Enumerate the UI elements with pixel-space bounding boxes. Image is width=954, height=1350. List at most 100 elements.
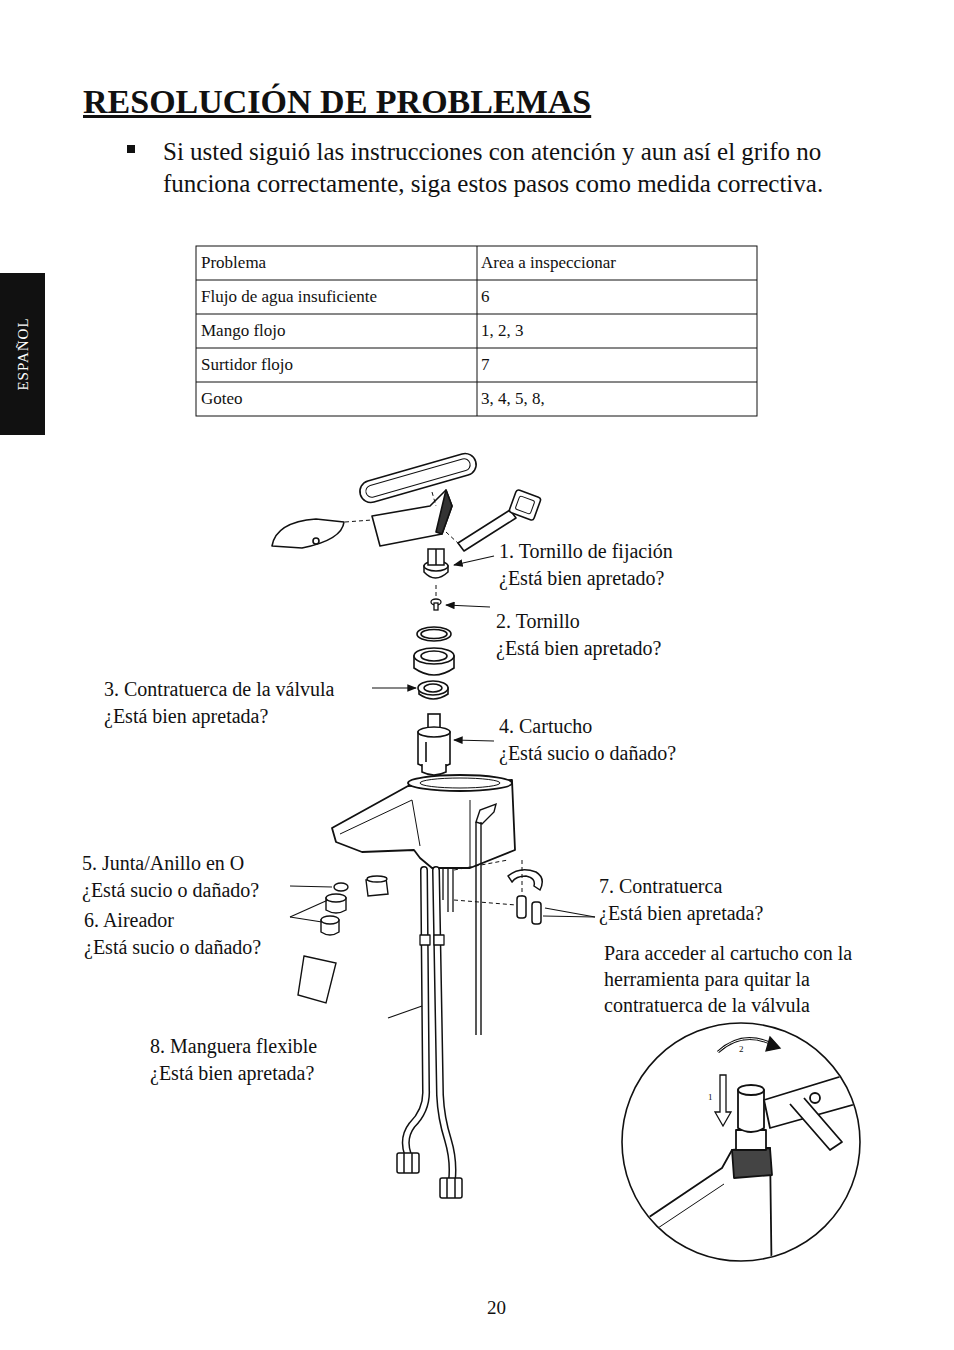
- inset-detail: [810, 1093, 820, 1103]
- valve-locknut: [418, 681, 448, 695]
- assembly-dashes: [446, 532, 460, 545]
- faucet-body: [420, 778, 500, 788]
- handle-parts: [364, 457, 471, 498]
- o-ring: [417, 627, 451, 641]
- hose-nuts: [397, 1153, 462, 1198]
- handle-parts: [509, 489, 542, 520]
- table-cell: 7: [481, 349, 490, 381]
- callout-question: ¿Está bien apretada?: [150, 1060, 314, 1087]
- leader-lines: [290, 900, 328, 917]
- leader-lines: [290, 917, 322, 922]
- pop-up-rod: [480, 822, 481, 1035]
- faucet-body: [332, 780, 515, 868]
- table-cell: Flujo de agua insuficiente: [201, 281, 377, 313]
- table-cell: 6: [481, 281, 490, 313]
- tab-label: ESPAÑOL: [14, 317, 31, 390]
- mounting-stud: [443, 868, 453, 912]
- mounting-stud: [452, 868, 453, 912]
- assembly-dashes: [345, 520, 372, 522]
- aerator-parts: [321, 916, 339, 924]
- handle-parts: [272, 451, 541, 551]
- leader-lines: [290, 556, 595, 1018]
- hose-nuts: [411, 1153, 413, 1173]
- faucet-body: [408, 775, 512, 791]
- table-grid: [196, 246, 757, 416]
- pop-up-rod: [476, 804, 496, 824]
- inset-detail: [600, 1070, 870, 1300]
- flexible-hoses: [436, 870, 453, 1180]
- adapter: [424, 549, 448, 578]
- mounting-bracket: [532, 902, 541, 924]
- bullet-square: [127, 145, 135, 153]
- assembly-dashes: [432, 492, 436, 506]
- screw: [431, 599, 441, 610]
- inset-circle: [622, 1023, 860, 1261]
- adapter: [428, 549, 444, 565]
- pop-up-rod: [475, 822, 476, 1035]
- handle-parts: [515, 496, 535, 515]
- inset-arrows: [715, 1075, 731, 1126]
- callout-question: ¿Está bien apretado?: [496, 635, 661, 662]
- inset-note: Para acceder al cartucho con la herramie…: [604, 940, 876, 1018]
- callout-label: 8. Manguera flexible: [150, 1033, 317, 1060]
- hose-nuts: [397, 1153, 419, 1173]
- assembly-dashes: [436, 585, 437, 598]
- bonnet-ring: [414, 648, 454, 675]
- inset-detail: [738, 1090, 764, 1132]
- hose-nuts: [454, 1178, 456, 1198]
- aerator-parts: [326, 894, 346, 902]
- callout-question: ¿Está bien apretada?: [599, 900, 763, 927]
- callout-question: ¿Está sucio o dañado?: [499, 740, 676, 767]
- callout-question: ¿Está bien apretado?: [499, 565, 664, 592]
- valve-locknut: [418, 681, 448, 699]
- leader-lines: [388, 1006, 422, 1018]
- page-number: 20: [487, 1296, 506, 1320]
- callout-label: 1. Tornillo de fijación: [499, 538, 673, 565]
- handle-parts: [436, 490, 452, 534]
- leader-lines: [543, 916, 595, 917]
- handle-parts: [357, 451, 478, 505]
- callout-label: 6. Aireador: [84, 907, 174, 934]
- flexible-hoses: [434, 935, 444, 945]
- cartridge: [418, 714, 450, 775]
- faucet-body: [340, 800, 420, 846]
- mounting-stud: [442, 868, 443, 900]
- language-tab: ESPAÑOL: [0, 273, 45, 435]
- inset-detail: [736, 1130, 766, 1150]
- cartridge: [425, 742, 427, 762]
- table-header: Problema: [201, 247, 266, 279]
- flexible-hoses: [436, 870, 453, 1180]
- callout-label: 7. Contratuerca: [599, 873, 722, 900]
- callout-label: 2. Tornillo: [496, 608, 580, 635]
- aerator-parts: [367, 876, 387, 882]
- inset-arrows: [718, 1039, 772, 1052]
- inset-arrows: [766, 1037, 780, 1051]
- callout-question: ¿Está sucio o dañado?: [82, 877, 259, 904]
- callout-label: 3. Contratuerca de la válvula: [104, 676, 334, 703]
- table-cell: Mango flojo: [201, 315, 286, 347]
- mounting-bracket: [508, 870, 542, 890]
- flexible-hoses: [406, 870, 453, 1180]
- inset-arrows: [715, 1037, 780, 1126]
- table-cell: 1, 2, 3: [481, 315, 524, 347]
- bonnet-ring: [414, 648, 454, 664]
- bracket-dashes: [454, 860, 508, 870]
- leader-lines: [290, 886, 332, 887]
- leader-lines: [454, 740, 494, 741]
- table-cell: Goteo: [201, 383, 243, 415]
- flexible-hoses: [420, 935, 430, 945]
- flexible-hoses: [406, 870, 426, 1155]
- table-header: Area a inspeccionar: [481, 247, 616, 279]
- handle-parts: [272, 519, 344, 548]
- bracket-dashes: [454, 900, 516, 905]
- leader-lines: [454, 556, 494, 565]
- handle-parts: [313, 538, 319, 544]
- callout-question: ¿Está bien apretada?: [104, 703, 268, 730]
- aerator-parts: [298, 876, 388, 1003]
- bonnet-ring: [421, 651, 447, 661]
- adapter: [435, 549, 437, 565]
- flexible-hoses: [406, 870, 426, 1155]
- leader-lines: [446, 605, 490, 607]
- callout-label: 4. Cartucho: [499, 713, 592, 740]
